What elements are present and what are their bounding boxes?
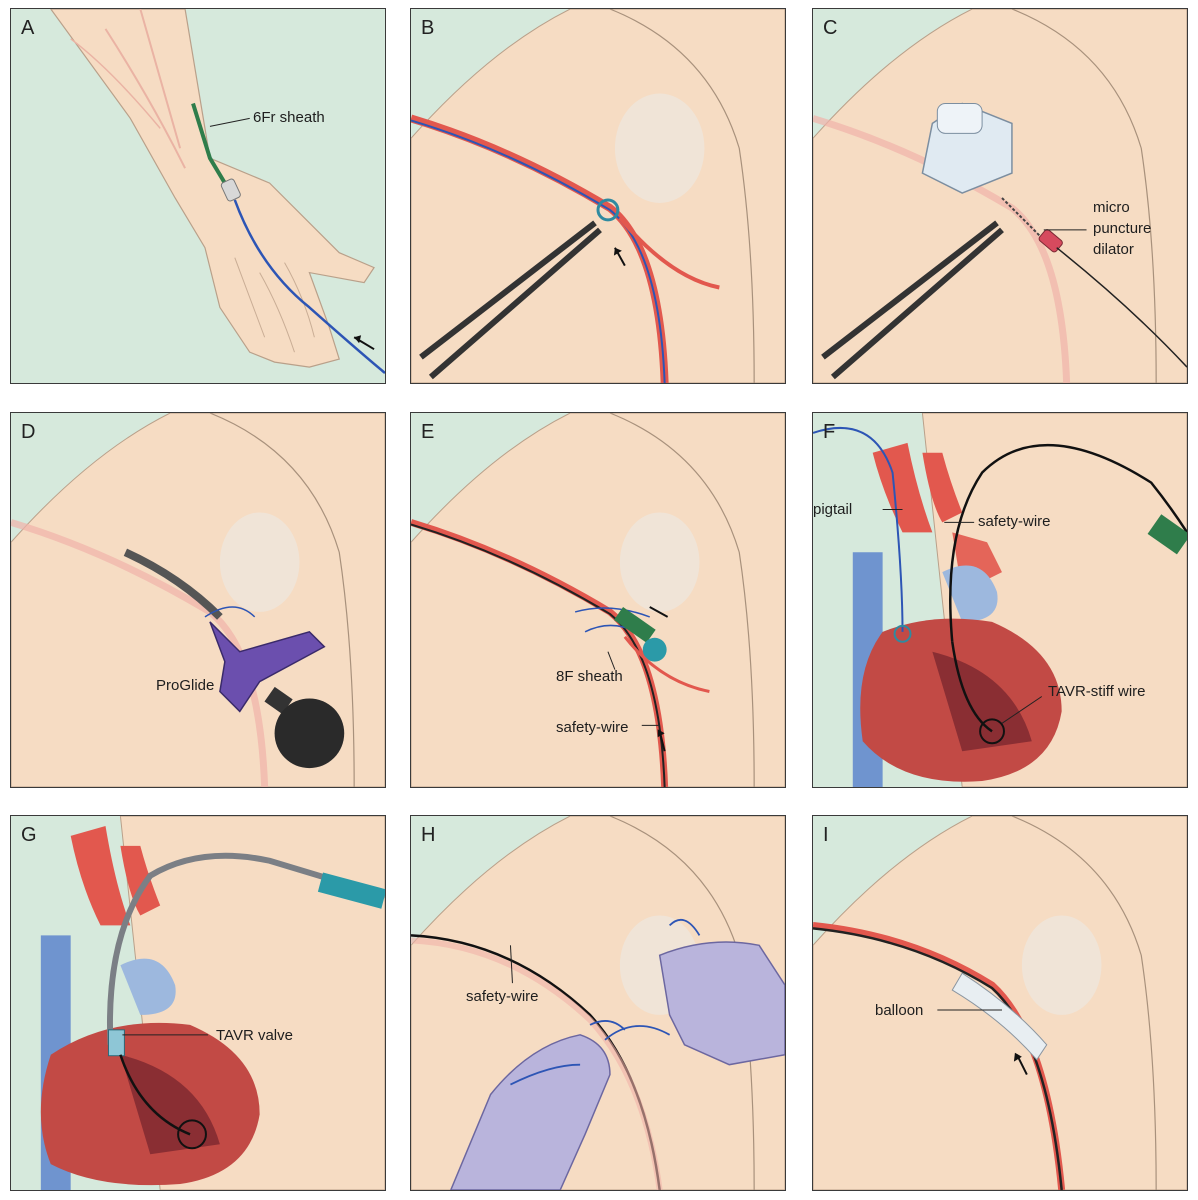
label-6fr-sheath: 6Fr sheath	[253, 109, 325, 126]
panel-label-i: I	[823, 824, 829, 846]
label-micro: micro	[1093, 199, 1130, 216]
panel-label-c: C	[823, 17, 838, 39]
heart-valve-illustration	[40, 816, 385, 1190]
panel-label-a: A	[21, 17, 35, 39]
panel-h: H safety-wire	[410, 815, 786, 1191]
gloved-hands-illustration	[411, 816, 785, 1190]
label-pigtail: pigtail	[813, 501, 853, 518]
arm-illustration	[50, 9, 385, 375]
panel-i: I balloon	[812, 815, 1188, 1191]
label-safety-wire-e: safety-wire	[556, 719, 629, 736]
proglide-illustration	[11, 413, 385, 787]
panel-label-f: F	[823, 421, 836, 443]
panel-label-b: B	[421, 17, 435, 39]
panel-b: B	[410, 8, 786, 384]
label-puncture: puncture	[1093, 220, 1152, 237]
label-proglide: ProGlide	[156, 677, 215, 694]
panel-label-h: H	[421, 824, 436, 846]
panel-f: F pigtail safety-wire TAVR-stiff wire	[812, 412, 1188, 788]
label-balloon: balloon	[875, 1002, 924, 1019]
label-dilator: dilator	[1093, 241, 1134, 258]
shoulder-illustration	[411, 9, 785, 383]
panel-label-g: G	[21, 824, 37, 846]
label-tavr-stiff-wire: TAVR-stiff wire	[1048, 683, 1146, 700]
heart-wire-illustration	[813, 413, 1187, 787]
balloon-illustration	[813, 816, 1187, 1190]
panel-g: G TAVR valve	[10, 815, 386, 1191]
panel-e: E 8F sheath safety-wire	[410, 412, 786, 788]
8f-sheath-illustration	[411, 413, 785, 787]
label-8f-sheath: 8F sheath	[556, 668, 623, 685]
panel-label-e: E	[421, 421, 435, 443]
label-tavr-valve: TAVR valve	[216, 1027, 293, 1044]
panel-d: D ProGlide	[10, 412, 386, 788]
label-safety-wire-h: safety-wire	[466, 988, 539, 1005]
shoulder-dilator-illustration	[813, 9, 1187, 383]
panel-label-d: D	[21, 421, 36, 443]
panel-a: A 6Fr sheath	[10, 8, 386, 384]
label-safety-wire-f: safety-wire	[978, 513, 1051, 530]
panel-c: C micro puncture dilator	[812, 8, 1188, 384]
